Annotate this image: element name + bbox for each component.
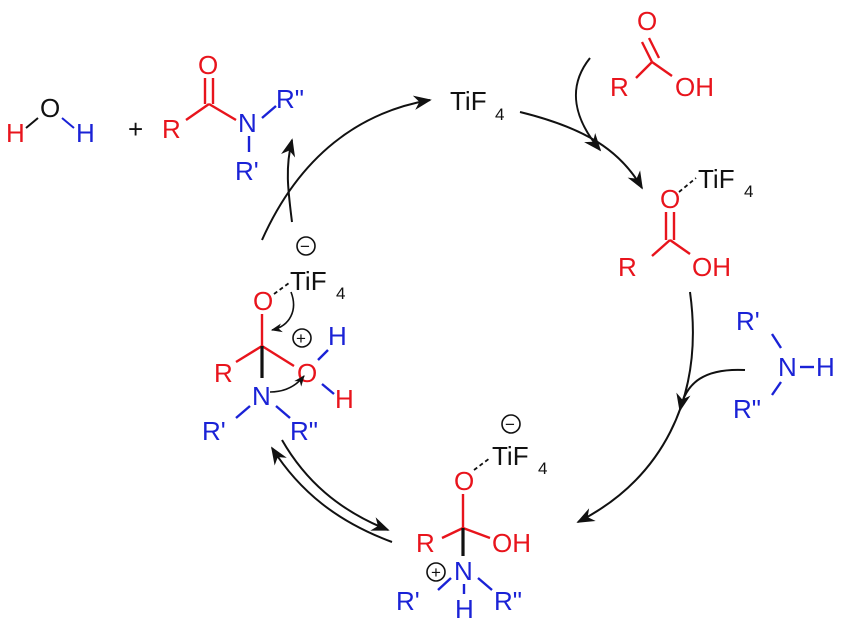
electron-push-arrow-top <box>270 291 295 333</box>
zwitterion-intermediate: − TiF 4 O R OH + N H R' R" <box>396 414 547 624</box>
zwitterion-minus-charge: − <box>505 415 515 434</box>
zwitterion-r1: R' <box>396 586 420 616</box>
water-o: O <box>40 93 60 123</box>
tetrahedral-h-bottom: H <box>335 384 354 414</box>
zwitterion-hydroxyl: OH <box>492 528 531 558</box>
zwitterion-r2: R" <box>494 586 522 616</box>
arrow-amine-in <box>676 368 746 412</box>
zwitterion-subscript: 4 <box>538 459 547 478</box>
water-byproduct: H O H <box>6 93 95 148</box>
amine-r1: R' <box>736 306 760 336</box>
zwitterion-h: H <box>455 594 474 624</box>
zwitterion-plus-charge: + <box>431 563 441 582</box>
electron-push-arrow-bottom <box>269 375 305 393</box>
zwitterion-o: O <box>454 466 474 496</box>
amine-r2: R" <box>733 394 761 424</box>
tetrahedral-intermediate: − TiF 4 O + H O H R N R' R" <box>202 236 354 446</box>
zwitterion-ti-label: TiF <box>492 441 529 471</box>
water-h1: H <box>6 118 25 148</box>
catalyst-ti-label: TiF <box>450 86 487 116</box>
tetrahedral-r2: R" <box>290 416 318 446</box>
amide-r1: R' <box>235 156 259 186</box>
acid-carbonyl-o: O <box>637 6 657 36</box>
complex-subscript: 4 <box>744 182 753 201</box>
catalyst-tif4: TiF 4 <box>450 86 504 124</box>
arrow-acid-in <box>575 57 602 152</box>
tetrahedral-h-top: H <box>328 321 347 351</box>
amide-r-group: R <box>162 114 181 144</box>
tetrahedral-r-group: R <box>214 358 233 388</box>
tetrahedral-n: N <box>252 381 271 411</box>
tetrahedral-plus-charge: + <box>296 329 306 348</box>
amide-n: N <box>238 108 257 138</box>
amide-product: O R N R" R' <box>162 50 304 186</box>
tetrahedral-subscript: 4 <box>336 284 345 303</box>
arrow-complex-to-zwitterion <box>576 291 694 523</box>
complex-ti-label: TiF <box>698 164 735 194</box>
amine: R' N H R" <box>733 306 835 424</box>
amine-h: H <box>816 352 835 382</box>
tetrahedral-minus-charge: − <box>300 237 310 256</box>
catalyst-subscript: 4 <box>495 105 504 124</box>
amide-carbonyl-o: O <box>198 50 218 80</box>
water-h2: H <box>76 118 95 148</box>
acid-r-group: R <box>610 72 629 102</box>
zwitterion-r-group: R <box>416 528 435 558</box>
plus-sign: + <box>128 114 143 144</box>
acid-hydroxyl: OH <box>675 72 714 102</box>
zwitterion-n: N <box>454 556 473 586</box>
amine-n: N <box>778 352 797 382</box>
complex-r-group: R <box>618 252 637 282</box>
tetrahedral-r1: R' <box>202 416 226 446</box>
arrow-amide-to-catalyst <box>261 95 432 241</box>
acid-tif4-complex: O TiF 4 R OH <box>618 164 753 282</box>
tetrahedral-ti-label: TiF <box>290 266 327 296</box>
carboxylic-acid: O R OH <box>610 6 714 102</box>
arrow-catalyst-to-complex <box>519 111 643 190</box>
tetrahedral-o: O <box>253 286 273 316</box>
equilibrium-arrow-forward <box>281 439 390 531</box>
tetrahedral-o2: O <box>297 358 317 388</box>
complex-hydroxyl: OH <box>692 252 731 282</box>
complex-o: O <box>660 184 680 214</box>
equilibrium-arrow-reverse <box>271 446 393 543</box>
arrow-tetrahedral-to-amide <box>281 138 296 223</box>
amide-r2: R" <box>276 84 304 114</box>
